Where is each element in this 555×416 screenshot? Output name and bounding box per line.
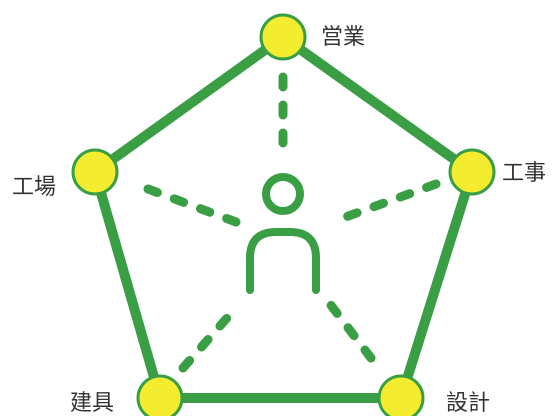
node-label-right: 工事: [502, 161, 546, 186]
pentagon-frame: [90, 32, 477, 403]
node-bottom-right: [377, 374, 425, 416]
person-body: [246, 228, 320, 294]
spoke-left: [143, 184, 241, 227]
node-label-bottom-right: 設計: [446, 391, 490, 416]
node-right: [448, 148, 496, 196]
spoke-bottom-left: [178, 305, 239, 373]
node-left: [71, 148, 119, 196]
node-label-top: 営業: [321, 25, 365, 50]
node-label-bottom-left: 建具: [70, 391, 114, 416]
person-head: [262, 173, 304, 215]
person-icon: [246, 173, 320, 294]
spoke-right: [327, 179, 441, 227]
node-top: [259, 13, 307, 61]
node-bottom-left: [136, 374, 184, 416]
spoke-bottom-right: [322, 295, 376, 363]
node-label-left: 工場: [12, 175, 56, 200]
